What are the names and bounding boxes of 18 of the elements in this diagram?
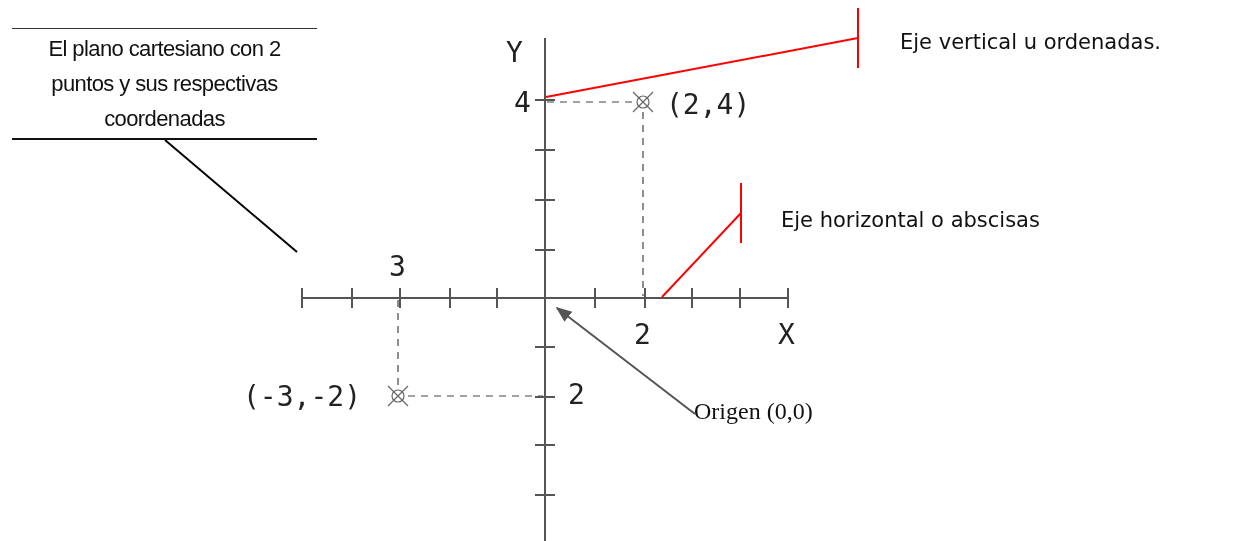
tick-label: 4: [514, 86, 531, 119]
leader-line: [661, 182, 742, 298]
tick-label: 2: [568, 378, 585, 411]
axis-label: X: [778, 318, 795, 351]
x-axis: [301, 287, 789, 309]
axis-label: Y: [506, 36, 523, 69]
leader-line: [545, 7, 859, 98]
leader-line: [555, 307, 696, 415]
callout-text: Eje horizontal o abscisas: [741, 208, 1040, 232]
point-coordinate: (-3,-2): [243, 380, 361, 413]
y-axis: [534, 37, 556, 541]
tick-label: 3: [389, 250, 406, 283]
tick-label: 2: [634, 318, 651, 351]
caption-text: El plano cartesiano con 2 puntos y sus respectivas coordenadas: [12, 28, 317, 140]
callout-text: Origen (0,0): [694, 398, 813, 425]
leader-line: [164, 139, 298, 253]
point-coordinate: (2,4): [666, 88, 751, 121]
callout-text: Eje vertical u ordenadas.: [858, 30, 1161, 54]
